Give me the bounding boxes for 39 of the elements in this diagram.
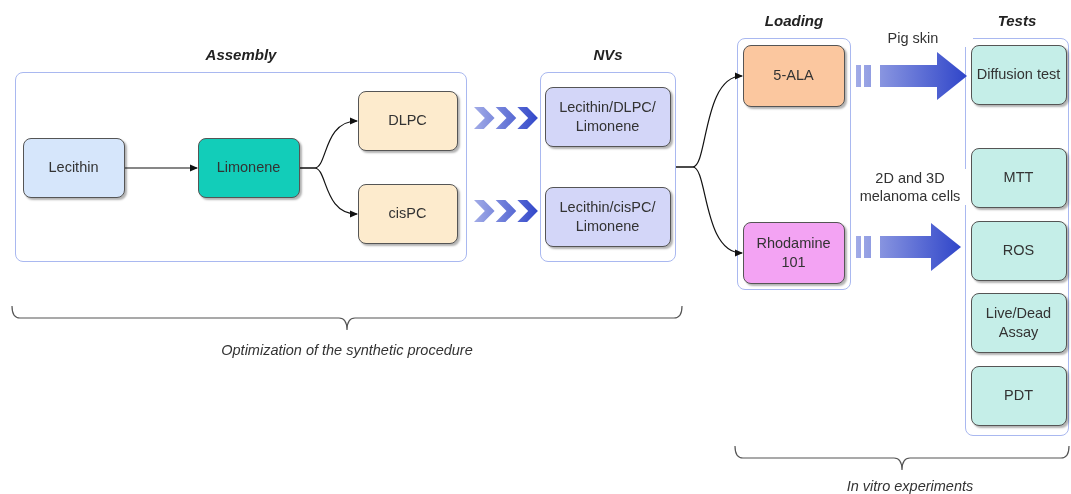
group-title: Tests <box>996 12 1038 29</box>
step-label: Lecithin/DLPC/ Limonene <box>558 98 657 135</box>
step-label: Lecithin <box>48 158 99 177</box>
step-label: Lecithin/cisPC/ Limonene <box>558 198 657 235</box>
step-box <box>970 220 1067 281</box>
step-box <box>357 90 458 151</box>
connector-arrow <box>299 167 358 217</box>
step-label: ROS <box>1002 241 1035 260</box>
step-box <box>22 137 125 198</box>
step-label: cisPC <box>388 204 427 223</box>
step-label: Diffusion test <box>976 65 1061 84</box>
step-box <box>970 147 1067 208</box>
bracket-caption: In vitro experiments <box>845 478 975 494</box>
step-label: MTT <box>1003 168 1034 187</box>
step-box <box>970 44 1067 105</box>
step-box <box>357 183 458 244</box>
chevron-arrow <box>474 107 538 129</box>
step-box <box>970 292 1067 353</box>
chevron-arrow <box>474 200 538 222</box>
step-box <box>544 186 671 247</box>
step-label: Rhodamine 101 <box>755 234 832 271</box>
block-arrow <box>856 223 961 271</box>
block-arrow <box>856 52 967 100</box>
step-label: DLPC <box>388 111 427 130</box>
group-title: Loading <box>763 12 825 29</box>
connector-arrow <box>124 164 198 172</box>
group-title: Assembly <box>204 46 278 63</box>
step-box <box>197 137 300 198</box>
step-box <box>970 365 1067 426</box>
step-box <box>742 221 845 284</box>
connector-arrow <box>675 166 743 256</box>
step-label: PDT <box>1004 386 1033 405</box>
step-box <box>742 44 845 107</box>
bracket-caption: Optimization of the synthetic procedure <box>220 342 474 358</box>
step-label: 5-ALA <box>773 66 814 85</box>
step-box <box>544 86 671 147</box>
group-title: NVs <box>592 46 624 63</box>
step-label: Live/Dead Assay <box>984 304 1053 341</box>
step-label: Limonene <box>216 158 281 177</box>
